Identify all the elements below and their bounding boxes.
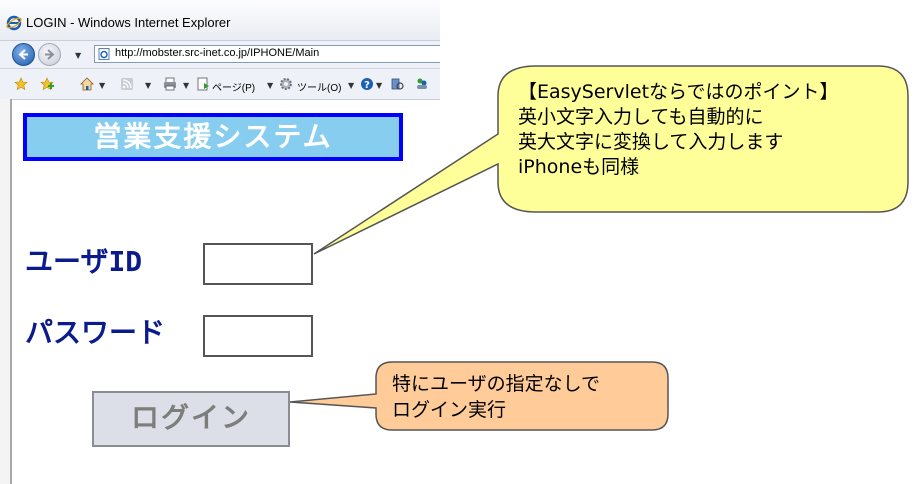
ie-logo-icon xyxy=(6,15,22,31)
page-icon xyxy=(98,48,110,60)
user-id-label: ユーザID xyxy=(25,245,143,278)
callout-line: 【EasyServletならではのポイント】 xyxy=(518,81,839,103)
callout-line: 特にユーザの指定なしで xyxy=(392,373,601,395)
home-dropdown-icon[interactable]: ▼ xyxy=(99,81,106,90)
command-toolbar: ▼ ▼ ▼ ページ(P) ▼ ツール(O) ▼ ? ▼ xyxy=(0,69,440,100)
back-button[interactable] xyxy=(12,43,35,66)
feeds-icon[interactable] xyxy=(120,77,134,91)
callout-line: 英小文字入力しても自動的に xyxy=(518,106,764,128)
favorites-star-icon[interactable] xyxy=(14,77,28,91)
callout-line: ログイン実行 xyxy=(392,399,507,421)
tools-dropdown-icon[interactable]: ▼ xyxy=(348,81,355,90)
user-id-input[interactable] xyxy=(203,243,313,285)
url-text: http://mobster.src-inet.co.jp/IPHONE/Mai… xyxy=(115,47,320,59)
messenger-icon[interactable] xyxy=(415,77,429,91)
svg-text:?: ? xyxy=(364,80,370,91)
home-icon[interactable] xyxy=(80,77,94,91)
print-icon[interactable] xyxy=(163,77,177,91)
login-button[interactable]: ログイン xyxy=(92,391,290,447)
password-input[interactable] xyxy=(203,315,313,357)
browser-window: LOGIN - Windows Internet Explorer ▼ http… xyxy=(0,0,440,484)
page-menu-dropdown-icon[interactable]: ▼ xyxy=(267,81,274,90)
callout-line: 英大文字に変換して入力します xyxy=(518,131,784,153)
print-dropdown-icon[interactable]: ▼ xyxy=(183,81,190,90)
feeds-dropdown-icon[interactable]: ▼ xyxy=(145,81,152,90)
tools-menu[interactable]: ツール(O) xyxy=(297,83,342,94)
page-menu[interactable]: ページ(P) xyxy=(212,83,256,94)
help-dropdown-icon[interactable]: ▼ xyxy=(376,81,383,90)
login-note-callout-bubble xyxy=(289,361,669,431)
gear-icon[interactable] xyxy=(279,77,293,91)
forward-button[interactable] xyxy=(38,43,61,66)
page-menu-icon[interactable] xyxy=(196,77,210,91)
arrow-right-icon xyxy=(45,49,55,60)
window-titlebar: LOGIN - Windows Internet Explorer xyxy=(0,0,440,41)
url-field[interactable]: http://mobster.src-inet.co.jp/IPHONE/Mai… xyxy=(94,45,440,63)
window-title: LOGIN - Windows Internet Explorer xyxy=(26,15,231,30)
add-favorite-icon[interactable] xyxy=(40,77,54,91)
callout-line: iPhoneも同様 xyxy=(518,156,640,178)
address-bar: ▼ http://mobster.src-inet.co.jp/IPHONE/M… xyxy=(0,41,440,69)
help-icon[interactable]: ? xyxy=(360,77,374,91)
login-note-callout-text: 特にユーザの指定なしで ログイン実行 xyxy=(392,371,600,423)
arrow-left-icon xyxy=(18,49,28,60)
point-callout-bubble xyxy=(313,65,909,255)
research-icon[interactable] xyxy=(390,77,404,91)
point-callout-text: 【EasyServletならではのポイント】 英小文字入力しても自動的に 英大文… xyxy=(518,80,838,180)
app-title-banner: 営業支援システム xyxy=(23,113,403,161)
history-dropdown-icon[interactable]: ▼ xyxy=(75,51,82,60)
password-label: パスワード xyxy=(25,316,166,349)
page-left-border xyxy=(0,99,12,484)
